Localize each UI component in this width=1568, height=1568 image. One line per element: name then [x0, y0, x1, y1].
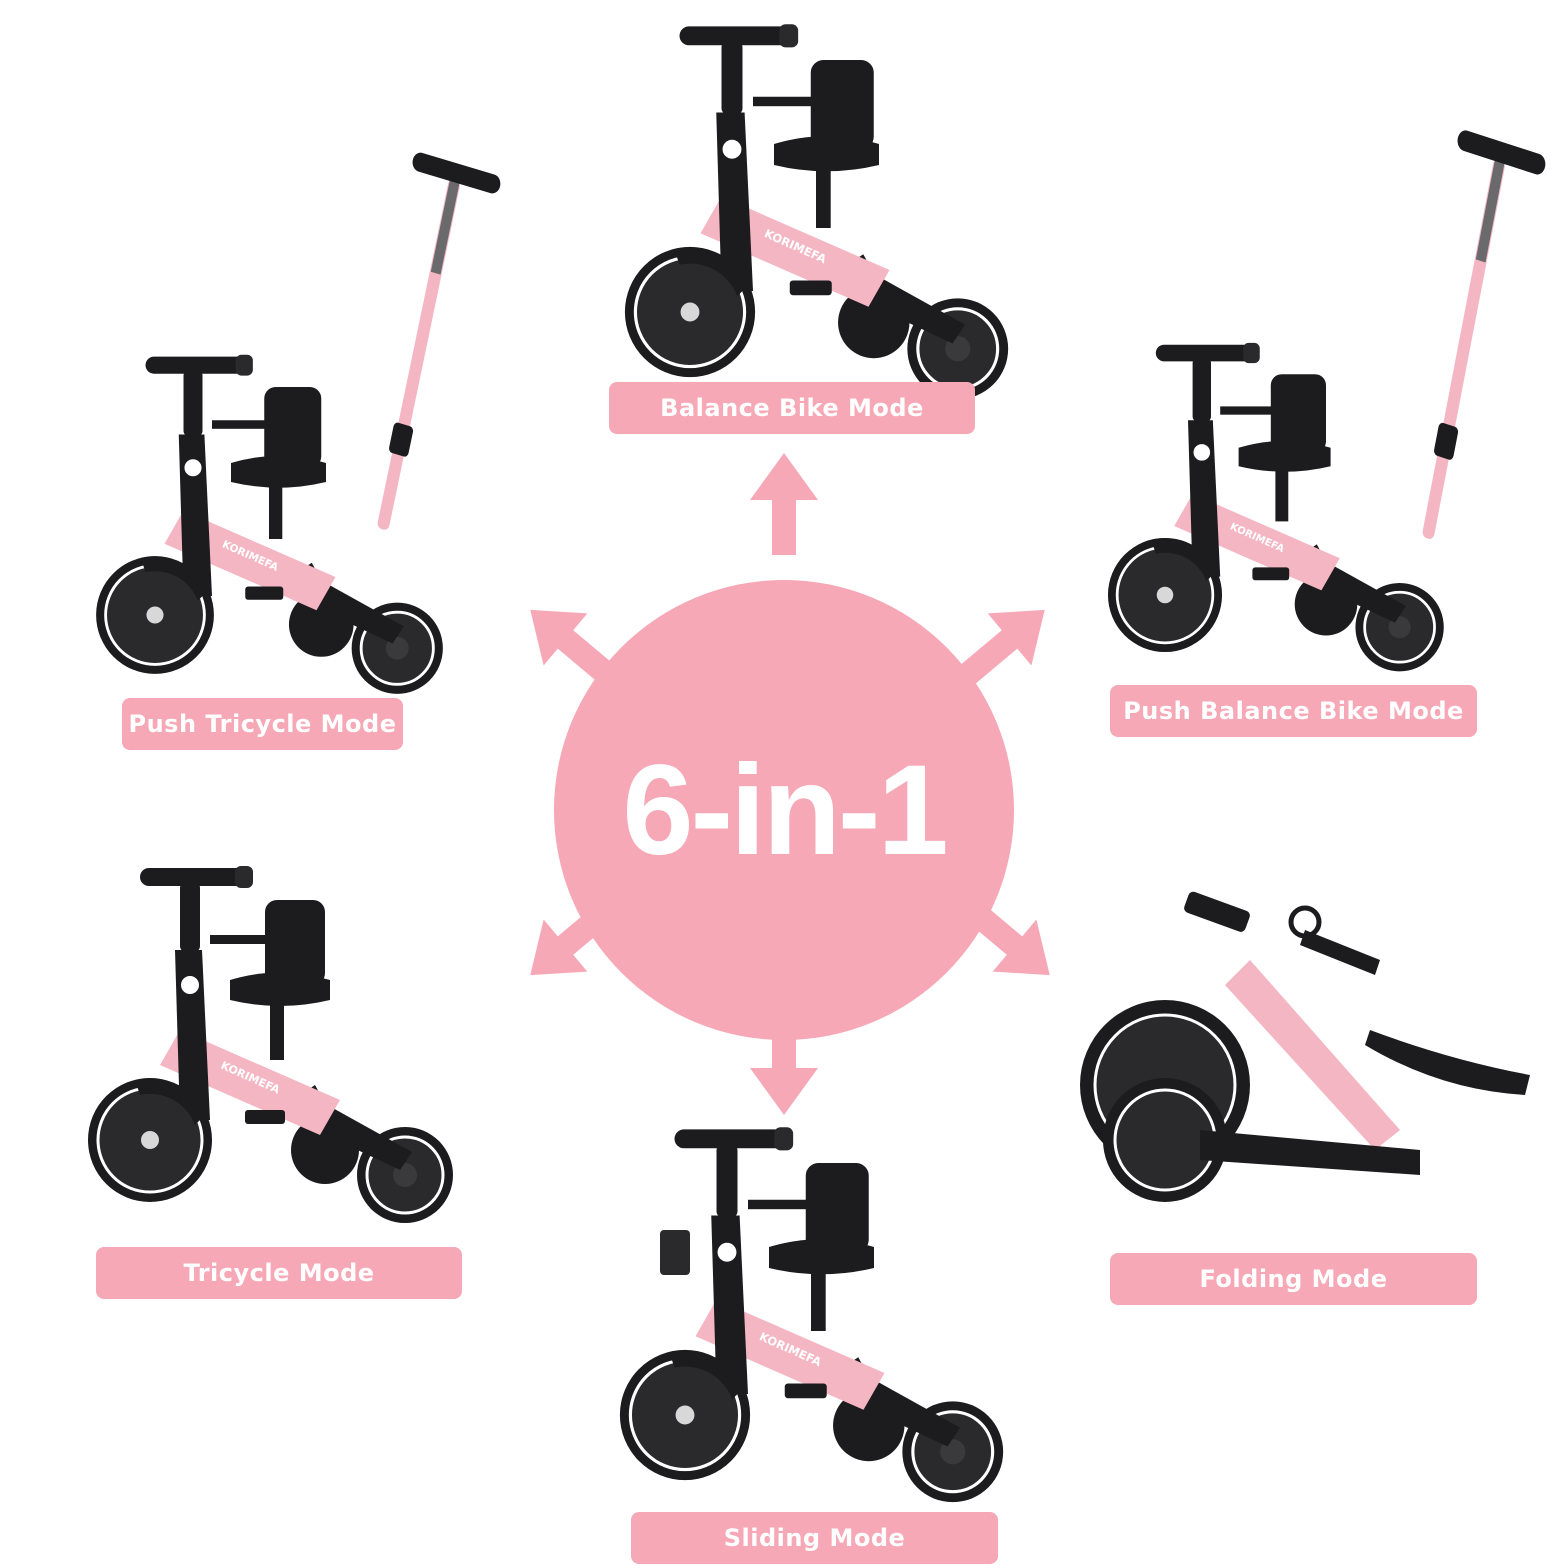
direction-arrow-icon-upper-right: [945, 609, 1045, 697]
direction-arrow-icon-lower-left: [530, 888, 630, 976]
folding-mode-label: Folding Mode: [1110, 1253, 1477, 1305]
kids-tricycle-illustration-push-tricycle: [94, 150, 503, 696]
push-balance-bike-mode-label: Push Balance Bike Mode: [1110, 685, 1477, 737]
push-tricycle-mode-label: Push Tricycle Mode: [122, 698, 403, 750]
kids-tricycle-illustration-sliding: [620, 1127, 1003, 1502]
sliding-mode-label: Sliding Mode: [631, 1512, 998, 1564]
tricycle-mode-label: Tricycle Mode: [96, 1247, 462, 1299]
balance-bike-mode-label: Balance Bike Mode: [609, 382, 975, 434]
kids-tricycle-illustration-push-balance: [1106, 128, 1548, 674]
direction-arrow-icon-lower-right: [950, 888, 1050, 976]
direction-arrow-icon-up: [750, 453, 818, 555]
direction-arrow-icon-upper-left: [530, 609, 630, 697]
kids-tricycle-illustration-balance: [625, 24, 1008, 399]
direction-arrow-icon-down: [750, 1015, 818, 1115]
six-in-one-title: 6-in-1: [622, 738, 948, 882]
kids-tricycle-illustration-tricycle: [86, 864, 455, 1225]
center-badge: [554, 580, 1014, 1040]
kids-tricycle-illustration-folding: KORIMEFA: [1080, 891, 1530, 1202]
